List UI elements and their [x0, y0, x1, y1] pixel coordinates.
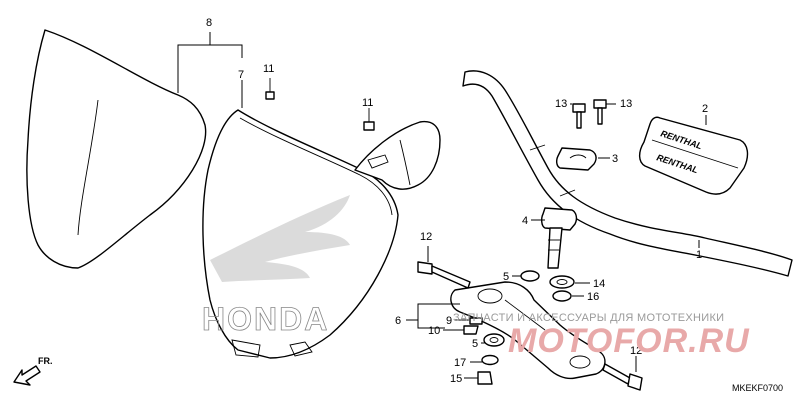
watermark-logo: MOTOFOR.RU: [508, 322, 750, 360]
callout-13-right: 13: [620, 98, 632, 110]
bolt-12-right: [602, 363, 643, 391]
nut-16: [552, 290, 572, 302]
nut-15: [477, 371, 493, 385]
callout-3: 3: [612, 153, 618, 165]
handlebar: [462, 70, 793, 277]
rubber-5-upper: [520, 270, 540, 282]
holder-upper: [555, 147, 597, 171]
bolt-13-left: [572, 103, 586, 129]
number-plate-outer: [26, 29, 207, 269]
callout-5-lower: 5: [472, 338, 478, 350]
watermark-tagline: ЗАПЧАСТИ И АКСЕССУАРЫ ДЛЯ МОТОТЕХНИКИ: [453, 312, 724, 324]
plate-10: [463, 325, 479, 335]
callout-7: 7: [238, 69, 244, 81]
callout-12-right: 12: [630, 345, 642, 357]
callout-15: 15: [450, 373, 462, 385]
front-arrow-label: FR.: [38, 356, 53, 366]
callout-8: 8: [206, 17, 212, 29]
callout-11-right: 11: [362, 97, 373, 109]
plate-strap: [354, 120, 441, 190]
number-plate-inner: HONDA: [202, 109, 399, 359]
callout-16: 16: [587, 291, 599, 303]
callout-1: 1: [696, 249, 702, 261]
callout-12-left: 12: [420, 231, 432, 243]
washer-17: [481, 354, 499, 366]
front-arrow: FR.: [13, 356, 53, 386]
rubber-5-lower: [483, 333, 505, 347]
diagram-code: MKEKF0700: [732, 383, 783, 393]
callout-4: 4: [522, 215, 528, 227]
collar-9: [469, 317, 483, 325]
callout-17: 17: [454, 357, 466, 369]
holder-lower: [540, 207, 578, 269]
callout-6: 6: [395, 315, 401, 327]
callout-11-left: 11: [263, 63, 274, 75]
plate-logo-text: HONDA: [202, 301, 329, 337]
callout-5-upper: 5: [503, 271, 509, 283]
screw-11-left: [265, 78, 275, 100]
watermark: ЗАПЧАСТИ И АКСЕССУАРЫ ДЛЯ МОТОТЕХНИКИ MO…: [453, 312, 750, 360]
bar-pad: RENTHAL RENTHAL: [638, 116, 749, 195]
callout-9: 9: [446, 315, 452, 327]
bolt-13-right: [593, 99, 607, 125]
bolt-12-left: [417, 261, 471, 289]
screw-11-right: [363, 108, 375, 131]
callout-10: 10: [428, 325, 440, 337]
washer-14: [549, 275, 575, 289]
top-bridge: [450, 281, 606, 380]
leader-8-7: [177, 32, 243, 108]
wing-logo: [210, 195, 350, 282]
callout-numbers: 8 7 11 11 2 13 13 3 4 1 12 5 14 16 6 9 1…: [206, 17, 708, 385]
callout-14: 14: [593, 278, 605, 290]
callout-13-left: 13: [555, 98, 567, 110]
leader-lines: [406, 103, 707, 379]
callout-2: 2: [702, 103, 708, 115]
